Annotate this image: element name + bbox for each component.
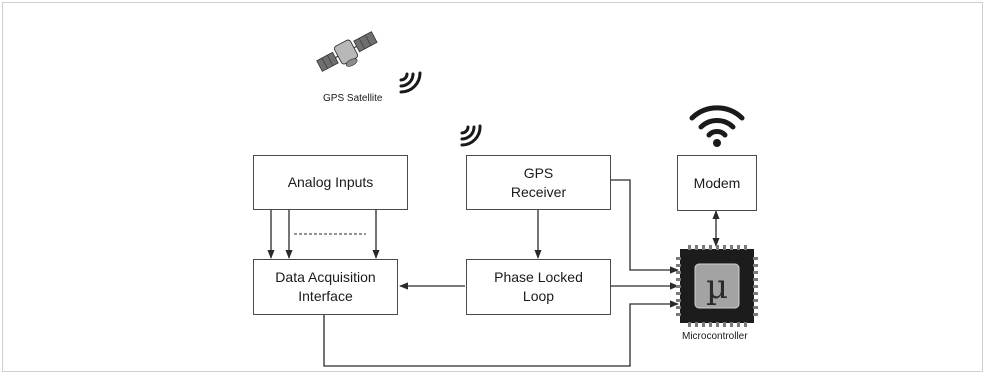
- gps-satellite-caption: GPS Satellite: [323, 93, 383, 104]
- gps-receiver-label-line1: GPS: [523, 164, 554, 181]
- gps-to-mcu-line: [610, 179, 679, 274]
- gps-receiver-label-line2: Receiver: [510, 183, 567, 200]
- modem-label: Modem: [693, 174, 741, 191]
- signal-waves-icon: [460, 124, 482, 147]
- wifi-icon: [689, 105, 745, 147]
- chip-symbol: µ: [706, 267, 728, 307]
- gps-receiver-box: GPS Receiver: [466, 155, 611, 210]
- pll-box: Phase Locked Loop: [466, 259, 611, 315]
- analog-inputs-label: Analog Inputs: [287, 174, 374, 190]
- pll-label-line1: Phase Locked: [494, 269, 583, 285]
- pll-label-line2: Loop: [522, 288, 555, 304]
- analog-inputs-box: Analog Inputs: [253, 155, 408, 210]
- modem-box: Modem: [677, 155, 757, 211]
- microchip-icon: µ: [676, 245, 758, 327]
- signal-waves-icon: [399, 71, 422, 94]
- satellite-icon: [316, 31, 378, 72]
- microcontroller-caption: Microcontroller: [682, 331, 748, 342]
- daq-to-mcu-line: [323, 300, 679, 367]
- daq-interface-box: Data Acquisition Interface: [253, 259, 398, 315]
- daq-label-line1: Data Acquisition: [275, 269, 376, 285]
- daq-label-line2: Interface: [298, 288, 353, 304]
